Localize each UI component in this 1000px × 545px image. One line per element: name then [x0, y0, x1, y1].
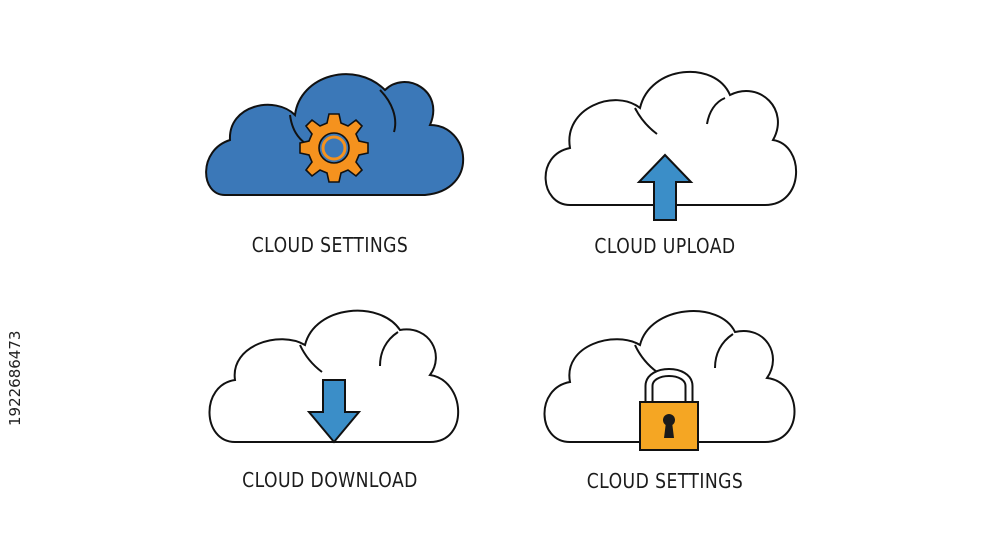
up-arrow-icon [636, 153, 694, 221]
cloud-settings-tile: CLOUD SETTINGS [180, 50, 480, 280]
down-arrow-icon [306, 379, 362, 444]
cloud-icon [208, 309, 460, 443]
cloud-lock-tile: CLOUD SETTINGS [515, 300, 815, 530]
gear-icon [299, 113, 369, 183]
side-stock-number: 1922686473 [6, 330, 24, 426]
padlock-icon [639, 368, 699, 451]
cloud-settings-label: CLOUD SETTINGS [251, 233, 409, 257]
cloud-upload-tile: CLOUD UPLOAD [515, 60, 815, 290]
cloud-lock-label: CLOUD SETTINGS [586, 469, 744, 493]
cloud-download-tile: CLOUD DOWNLOAD [180, 300, 480, 530]
cloud-download-label: CLOUD DOWNLOAD [242, 468, 418, 492]
cloud-upload-label: CLOUD UPLOAD [594, 234, 736, 258]
cloud-icon [544, 70, 797, 206]
